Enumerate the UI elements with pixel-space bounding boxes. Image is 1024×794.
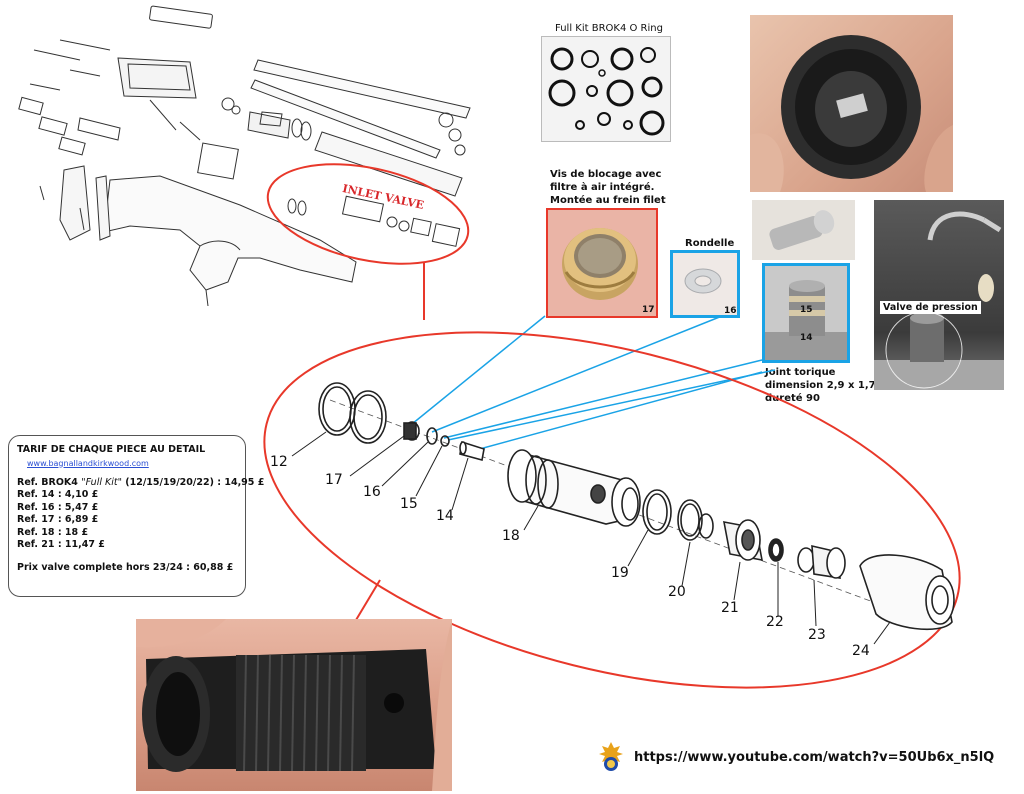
price-kit-line: Ref. BROK4 "Full Kit" (12/15/19/20/22) :… bbox=[17, 476, 264, 490]
screw-label: 17 bbox=[642, 305, 655, 315]
pressure-valve-photo bbox=[874, 200, 1004, 390]
price-ref-16: Ref. 16 : 5,47 £ bbox=[17, 501, 99, 513]
valve-body-photo bbox=[136, 619, 452, 791]
price-ref-21: Ref. 21 : 11,47 £ bbox=[17, 539, 105, 550]
valve-end-closeup-photo bbox=[750, 15, 953, 192]
price-ref-14: Ref. 14 : 4,10 £ bbox=[17, 489, 99, 500]
screw-caption-line-1: Vis de blocage avec bbox=[550, 169, 662, 180]
part-number-18: 18 bbox=[502, 528, 520, 544]
oring-caption-line-2: dimension 2,9 x 1,78 bbox=[765, 380, 883, 391]
supplier-link[interactable]: www.bagnallandkirkwood.com bbox=[27, 458, 149, 468]
pin-icon bbox=[769, 210, 835, 250]
part-number-20: 20 bbox=[668, 584, 686, 600]
screw-caption-line-3: Montée au frein filet bbox=[550, 195, 666, 206]
oring-photo-label-15: 15 bbox=[800, 305, 813, 315]
price-ref-18: Ref. 18 : 18 £ bbox=[17, 526, 89, 538]
washer-label: 16 bbox=[724, 306, 737, 316]
part-number-16: 16 bbox=[363, 484, 381, 500]
kit-caption: Full Kit BROK4 O Ring bbox=[555, 23, 663, 34]
part-number-21: 21 bbox=[721, 600, 739, 616]
oring-caption: Joint torique dimension 2,9 x 1,78 duret… bbox=[765, 366, 883, 405]
price-kit-tail: (12/15/19/20/22) : 14,95 £ bbox=[125, 476, 265, 488]
oring-kit-photo bbox=[541, 36, 671, 142]
price-box-title: TARIF DE CHAQUE PIECE AU DETAIL bbox=[17, 444, 206, 455]
pressure-valve-caption: Valve de pression bbox=[880, 301, 981, 314]
part-number-14: 14 bbox=[436, 508, 454, 524]
oring-photo-label-14: 14 bbox=[800, 333, 813, 343]
washer-icon bbox=[684, 268, 722, 294]
price-kit-ref: Ref. BROK4 bbox=[17, 476, 78, 488]
part-number-12: 12 bbox=[270, 454, 288, 470]
filter-screw-icon bbox=[562, 228, 638, 300]
part-number-19: 19 bbox=[611, 565, 629, 581]
oring-joint-photo bbox=[762, 263, 850, 363]
oring-caption-line-3: dureté 90 bbox=[765, 393, 820, 404]
part-number-17: 17 bbox=[325, 472, 343, 488]
part-number-15: 15 bbox=[400, 496, 418, 512]
screw-photo bbox=[546, 208, 658, 318]
screw-caption-line-2: filtre à air intégré. bbox=[550, 182, 655, 193]
part-number-24: 24 bbox=[852, 643, 870, 659]
washer-photo bbox=[670, 250, 740, 318]
oring-kit-icon bbox=[548, 47, 665, 136]
price-total: Prix valve complete hors 23/24 : 60,88 £ bbox=[17, 561, 234, 573]
price-ref-17: Ref. 17 : 6,89 £ bbox=[17, 514, 99, 525]
channel-logo-icon bbox=[599, 742, 623, 771]
rifle-exploded-diagram bbox=[18, 5, 471, 320]
washer-caption: Rondelle bbox=[685, 238, 735, 249]
oring-caption-line-1: Joint torique bbox=[765, 367, 836, 378]
pin-photo bbox=[752, 200, 855, 260]
price-kit-name: "Full Kit" bbox=[81, 476, 122, 488]
price-list-box: TARIF DE CHAQUE PIECE AU DETAIL www.bagn… bbox=[8, 435, 264, 597]
youtube-link[interactable]: https://www.youtube.com/watch?v=50Ub6x_n… bbox=[634, 750, 995, 765]
part-number-22: 22 bbox=[766, 614, 784, 630]
part-number-23: 23 bbox=[808, 627, 826, 643]
screw-caption: Vis de blocage avec filtre à air intégré… bbox=[550, 168, 666, 207]
